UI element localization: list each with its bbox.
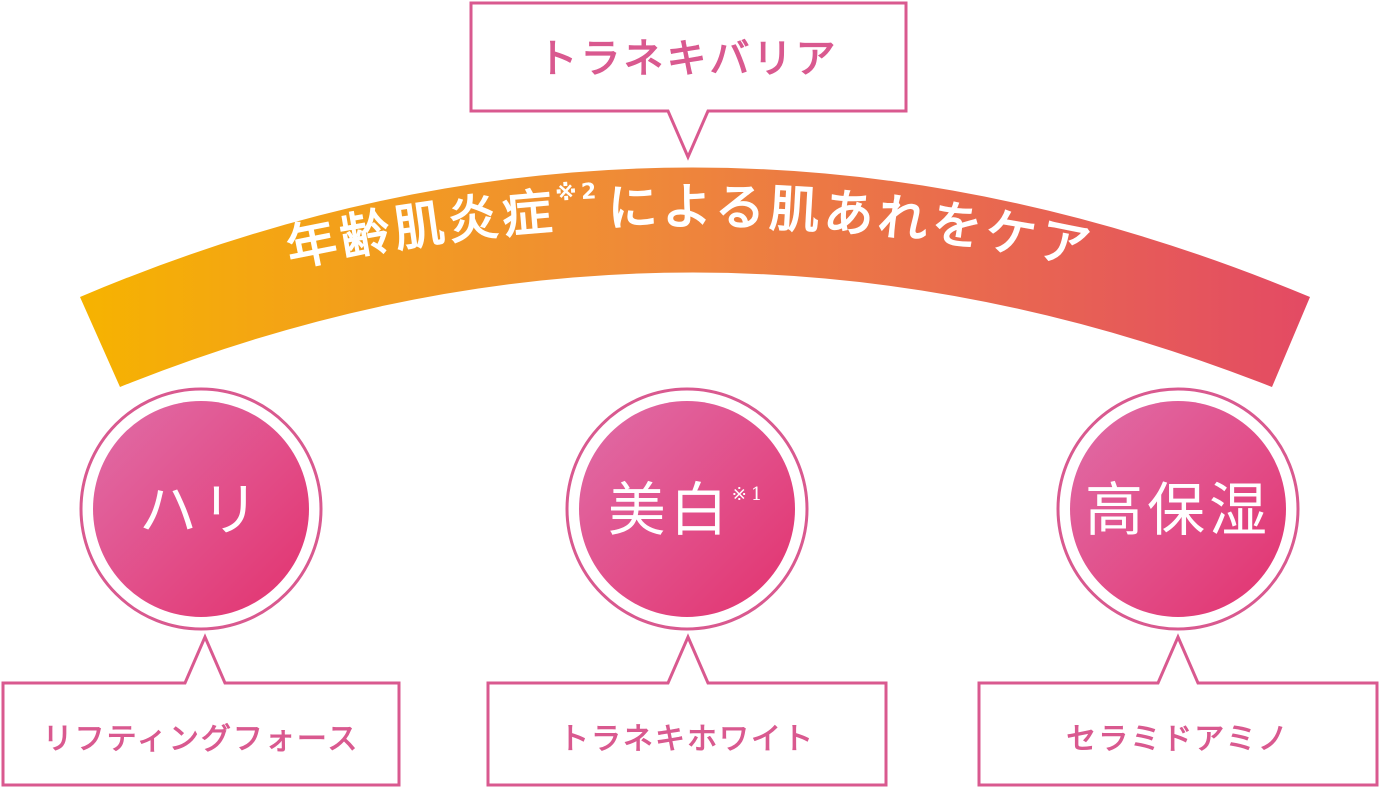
- ingredient-callout-box: [1, 633, 401, 787]
- benefit-circle-fill: [93, 401, 309, 617]
- benefit-title: 美白※1: [608, 476, 767, 544]
- benefit-item: ハリ リフティングフォース: [1, 387, 401, 787]
- benefit-title: ハリ: [139, 476, 263, 544]
- benefit-title: 高保湿: [1085, 476, 1271, 544]
- ingredient-label: トラネキホワイト: [559, 722, 815, 757]
- benefit-title-text: 美白: [608, 476, 732, 544]
- benefit-item: 高保湿 セラミドアミノ: [977, 387, 1379, 787]
- arc-banner-footnote: ※2: [555, 179, 601, 207]
- benefit-footnote: ※1: [732, 484, 767, 505]
- benefit-title-text: ハリ: [139, 476, 263, 544]
- benefit-circle-fill: [1070, 401, 1286, 617]
- ingredient-callout-box: [486, 633, 888, 787]
- top-callout: トラネキバリア: [469, 1, 908, 161]
- top-callout-label: トラネキバリア: [538, 36, 839, 82]
- benefit-circle-fill: [579, 401, 795, 617]
- ingredient-label: リフティングフォース: [43, 722, 360, 757]
- benefit-title-text: 高保湿: [1085, 476, 1271, 544]
- benefit-item: 美白※1 トラネキホワイト: [486, 387, 888, 787]
- ingredient-label: セラミドアミノ: [1066, 722, 1289, 757]
- ingredient-callout-box: [977, 633, 1379, 787]
- arc-banner-band: [80, 167, 1310, 387]
- top-callout-box: [469, 1, 908, 161]
